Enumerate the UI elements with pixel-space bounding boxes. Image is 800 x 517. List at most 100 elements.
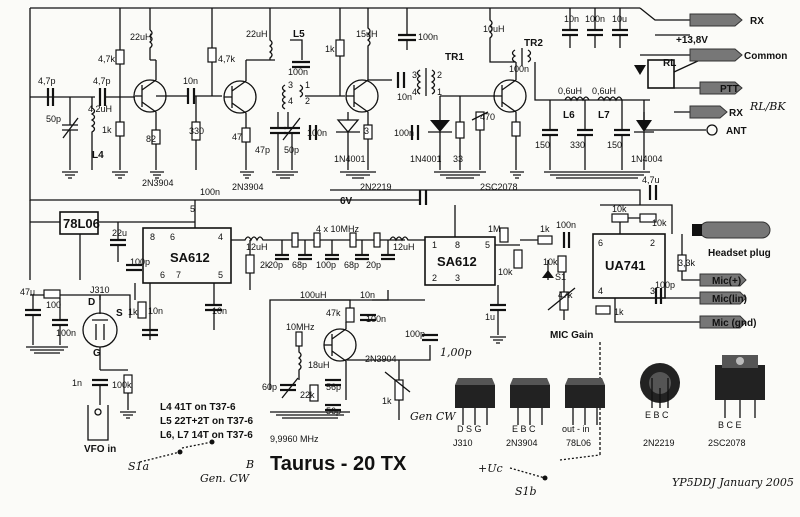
pins-2sc2078: B C E (718, 420, 742, 430)
label-c1u: 1u (485, 312, 495, 322)
label-r33k: 3,3k (678, 258, 696, 268)
label-r47k3: 47k (326, 308, 341, 318)
label-q2: 2N3904 (232, 182, 264, 192)
pin-b2: 2 (432, 273, 437, 283)
label-c100p-x: 100p (316, 260, 336, 270)
diode-1n4001-b (430, 120, 450, 132)
pot-470 (471, 111, 489, 170)
inductor-l7 (597, 96, 623, 102)
label-c10u: 10u (612, 14, 627, 24)
pin-j-s: S (116, 308, 123, 319)
label-l12u: 12uH (246, 242, 268, 252)
pin-b1: 1 (432, 240, 437, 250)
package-78l06 (565, 378, 605, 425)
pins-2n3904: E B C (512, 424, 536, 434)
pkg-2sc2078: 2SC2078 (708, 438, 746, 448)
conn-rx2 (689, 105, 728, 119)
pot-mic-arrow (547, 272, 576, 320)
res-1k (115, 121, 125, 137)
pin-tr1-3: 3 (412, 70, 417, 80)
label-l15u: 15uH (356, 29, 378, 39)
diode-s1 (542, 270, 554, 278)
label-c10n-top: 10n (564, 14, 579, 24)
res-10k-fb2 (639, 213, 657, 223)
label-r100: 100 (46, 300, 61, 310)
res-1m (499, 227, 509, 243)
label-c150: 150 (535, 140, 550, 150)
label-d1n4001b: 1N4001 (410, 154, 442, 164)
label-l06u: 0,6uH (558, 86, 582, 96)
transistor-j310 (82, 312, 118, 348)
label-q5: 2N3904 (365, 354, 397, 364)
inductor-15u (366, 8, 371, 50)
label-r1k5: 1k (614, 307, 624, 317)
pins-j310: D S G (457, 424, 482, 434)
label-vfo-freq: 9,9960 MHz (270, 434, 319, 444)
res-2k (245, 254, 255, 274)
label-c47p3: 47p (255, 145, 270, 155)
label-gen-cw: Gen. CW (200, 472, 251, 485)
label-c100n-741: 100n (556, 220, 576, 230)
label-l6: L6 (563, 110, 575, 121)
pin-u3: 3 (650, 286, 655, 296)
res-1k-741 (537, 235, 553, 245)
label-sa612-a: SA612 (170, 250, 210, 265)
label-rx: RX (750, 16, 764, 27)
label-c100p3: 100p (405, 329, 425, 339)
wire-3k3 (681, 234, 700, 281)
tr1-secondary (430, 69, 436, 95)
label-mic-plus: Mic(+) (712, 276, 741, 287)
pin-tr1-4: 4 (412, 87, 417, 97)
s1a-link (139, 441, 213, 463)
label-6v: 6V (340, 196, 353, 207)
label-r2k: 2k (260, 260, 270, 270)
label-r1k4: 1k (382, 396, 392, 406)
l5-ground (277, 133, 293, 170)
label-c100n-top: 100n (585, 14, 605, 24)
pin-l5-2: 2 (305, 96, 310, 106)
q3-leads (346, 79, 369, 113)
label-b: B (245, 458, 254, 471)
label-c330: 330 (570, 140, 585, 150)
ant-socket (706, 124, 718, 136)
label-q3: 2N2219 (360, 182, 392, 192)
pin-l5-1: 1 (305, 80, 310, 90)
label-s1: S1 (555, 272, 566, 282)
pin-b3: 3 (455, 273, 460, 283)
label-xtal: 4 x 10MHz (316, 224, 360, 234)
label-l7: L7 (598, 110, 610, 121)
diode-b-leads (428, 131, 452, 170)
q1-leads (135, 79, 157, 113)
label-c100n2: 100n (418, 32, 438, 42)
ground-symbols (26, 171, 650, 419)
vfo-socket-pin (94, 408, 102, 416)
label-r47k4: 47k (558, 290, 573, 300)
trimmer-arrow (62, 117, 79, 139)
label-c56p2: 56p (326, 406, 341, 416)
pin-a7: 7 (176, 270, 181, 280)
q5-leads (324, 328, 347, 362)
label-l22u: 22uH (130, 32, 152, 42)
label-l06u2: 0,6uH (592, 86, 616, 96)
label-r10k3: 10k (612, 204, 627, 214)
pin-u4: 4 (598, 286, 603, 296)
ic-ua741 (592, 233, 666, 299)
pkg-2n2219: 2N2219 (643, 438, 675, 448)
pkg-j310: J310 (453, 438, 473, 448)
label-c50p: 50p (46, 114, 61, 124)
label-c10mhz: 10MHz (286, 322, 315, 332)
label-s1b: S1b (515, 485, 537, 498)
label-rx2: RX (729, 108, 743, 119)
package-2n2219 (640, 363, 680, 408)
pin-b5: 5 (485, 240, 490, 250)
pin-b8: 8 (455, 240, 460, 250)
label-c100p2: 100p (655, 280, 675, 290)
label-r82: 82 (146, 134, 156, 144)
label-r10k: 10k (498, 267, 513, 277)
pin-a6: 6 (170, 232, 175, 242)
pin-u2: 2 (650, 238, 655, 248)
trimmer-60p-arrow (281, 377, 299, 399)
label-c10n2: 10n (397, 92, 412, 102)
label-c100n5: 100n (509, 64, 529, 74)
ic-sa612-b (424, 236, 496, 286)
